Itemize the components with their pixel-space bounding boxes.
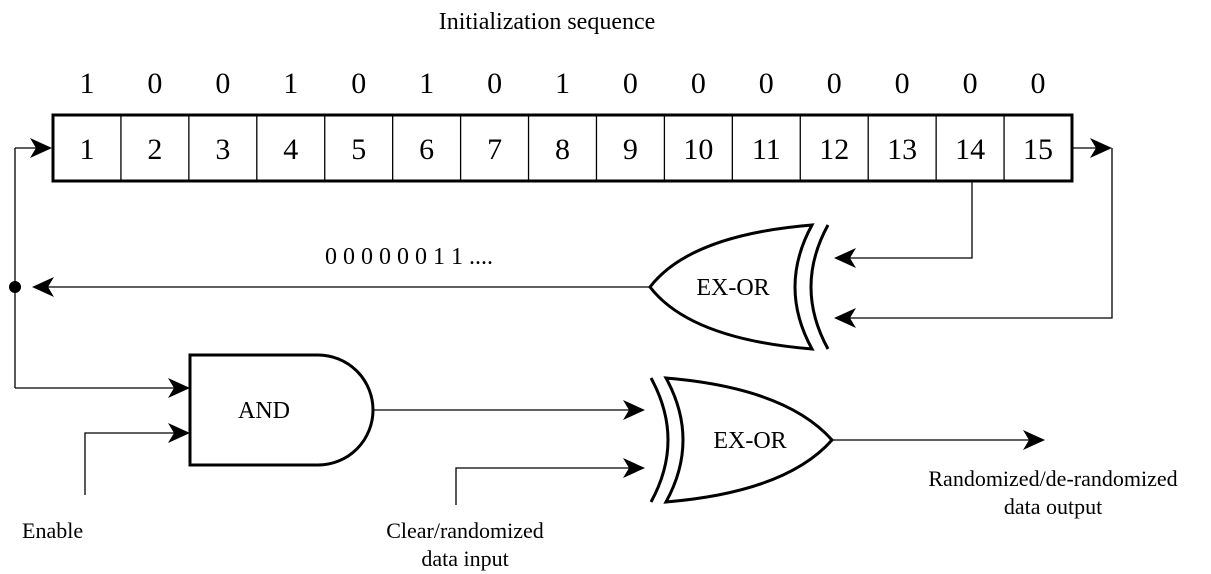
data-input-label-line1: Clear/randomized bbox=[386, 518, 544, 543]
data-xor-gate bbox=[663, 376, 835, 504]
register-cell-8: 8 bbox=[555, 133, 570, 166]
register-input-arrow bbox=[30, 138, 52, 158]
feedback-xor-gate bbox=[648, 223, 815, 351]
register-cell-13: 13 bbox=[887, 133, 917, 166]
feedback-xor-label: EX-OR bbox=[696, 275, 769, 301]
data-output-label-line2: data output bbox=[1004, 494, 1102, 519]
feedback-arrow bbox=[32, 277, 54, 297]
register-cell-11: 11 bbox=[752, 133, 781, 166]
register-cell-1: 1 bbox=[79, 133, 94, 166]
data-output-arrow bbox=[1023, 430, 1045, 450]
and-output-arrow bbox=[623, 400, 645, 420]
data-xor-label: EX-OR bbox=[713, 428, 786, 454]
init-bit-10: 0 bbox=[691, 67, 706, 100]
tap-15-line bbox=[845, 148, 1113, 319]
register-cell-4: 4 bbox=[283, 133, 298, 166]
init-bit-13: 0 bbox=[895, 67, 910, 100]
register-cell-7: 7 bbox=[487, 133, 502, 166]
register-cell-9: 9 bbox=[623, 133, 638, 166]
output-sequence: 0 0 0 0 0 0 1 1 .... bbox=[325, 244, 493, 270]
init-bit-12: 0 bbox=[827, 67, 842, 100]
register-cell-5: 5 bbox=[351, 133, 366, 166]
init-bit-6: 1 bbox=[419, 67, 434, 100]
tap-14-arrow bbox=[834, 248, 856, 268]
tap-15-arrow bbox=[834, 308, 856, 328]
register-cell-6: 6 bbox=[419, 133, 434, 166]
register-cell-10: 10 bbox=[683, 133, 713, 166]
diagram-title: Initialization sequence bbox=[439, 9, 656, 35]
data-input-line bbox=[455, 467, 633, 505]
enable-label: Enable bbox=[22, 518, 83, 543]
feedback-xor-input-arc bbox=[809, 224, 830, 350]
init-bit-15: 0 bbox=[1031, 67, 1046, 100]
init-bit-8: 1 bbox=[555, 67, 570, 100]
and-input-1-arrow bbox=[168, 378, 190, 398]
init-bit-11: 0 bbox=[759, 67, 774, 100]
data-output-label-line1: Randomized/de-randomized bbox=[928, 466, 1177, 491]
init-bit-4: 1 bbox=[283, 67, 298, 100]
init-bit-5: 0 bbox=[351, 67, 366, 100]
init-bit-7: 0 bbox=[487, 67, 502, 100]
initialization-bits: 1 0 0 1 0 1 0 1 0 0 0 0 0 0 0 bbox=[79, 67, 1045, 100]
register-cell-3: 3 bbox=[215, 133, 230, 166]
init-bit-14: 0 bbox=[963, 67, 978, 100]
init-bit-2: 0 bbox=[147, 67, 162, 100]
data-input-arrow bbox=[623, 458, 645, 478]
register-cell-14: 14 bbox=[955, 133, 985, 166]
register-cell-15: 15 bbox=[1023, 133, 1053, 166]
init-bit-1: 1 bbox=[79, 67, 94, 100]
register-output-arrow bbox=[1090, 138, 1112, 158]
register-cell-dividers bbox=[120, 115, 1005, 181]
register-cell-2: 2 bbox=[147, 133, 162, 166]
and-gate-label: AND bbox=[238, 398, 290, 424]
data-xor-input-arc bbox=[649, 377, 670, 503]
enable-line bbox=[84, 432, 178, 495]
register-cell-12: 12 bbox=[819, 133, 849, 166]
tap-14-line bbox=[845, 181, 973, 259]
init-bit-3: 0 bbox=[215, 67, 230, 100]
and-gate bbox=[188, 353, 375, 467]
init-bit-9: 0 bbox=[623, 67, 638, 100]
data-input-label-line2: data input bbox=[421, 546, 508, 571]
enable-arrow bbox=[168, 423, 190, 443]
